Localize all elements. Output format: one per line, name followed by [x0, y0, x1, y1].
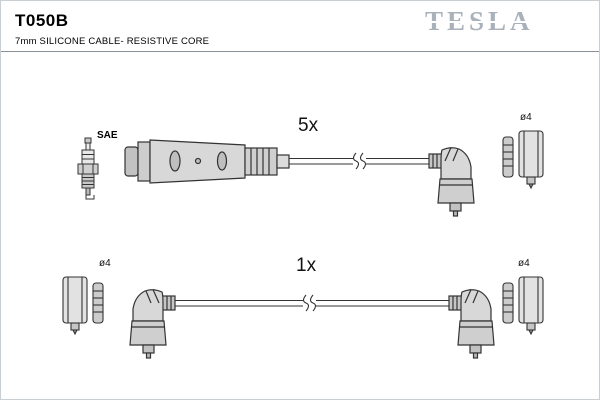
- cable-line: [175, 294, 449, 312]
- cable-line: [289, 152, 429, 170]
- terminal-connector-icon-top-right: [502, 130, 544, 189]
- distributor-connector: [124, 139, 290, 184]
- spark-plug-boot-right: [448, 289, 495, 359]
- bottom-cable-assembly: [129, 289, 495, 359]
- bottom-left-terminal-diameter-label: ø4: [99, 258, 111, 269]
- terminal-connector-icon-bottom-right: [502, 276, 544, 335]
- top-cable-assembly: [124, 139, 475, 217]
- spark-plug-boot-left: [129, 289, 176, 359]
- tesla-brand-logo: TESLA: [425, 6, 534, 36]
- spark-plug-icon: [77, 137, 99, 200]
- terminal-connector-icon-bottom-left: [62, 276, 104, 335]
- header-divider: [1, 51, 599, 52]
- top-right-terminal-diameter-label: ø4: [520, 112, 532, 123]
- cable-spec-subtitle: 7mm SILICONE CABLE- RESISTIVE CORE: [15, 36, 210, 47]
- spark-plug-boot: [428, 147, 475, 217]
- bottom-cable-quantity-label: 1x: [296, 255, 317, 276]
- top-cable-quantity-label: 5x: [298, 115, 319, 136]
- bottom-right-terminal-diameter-label: ø4: [518, 258, 530, 269]
- spark-plug-standard-label: SAE: [97, 130, 118, 141]
- part-number: T050B: [15, 11, 69, 30]
